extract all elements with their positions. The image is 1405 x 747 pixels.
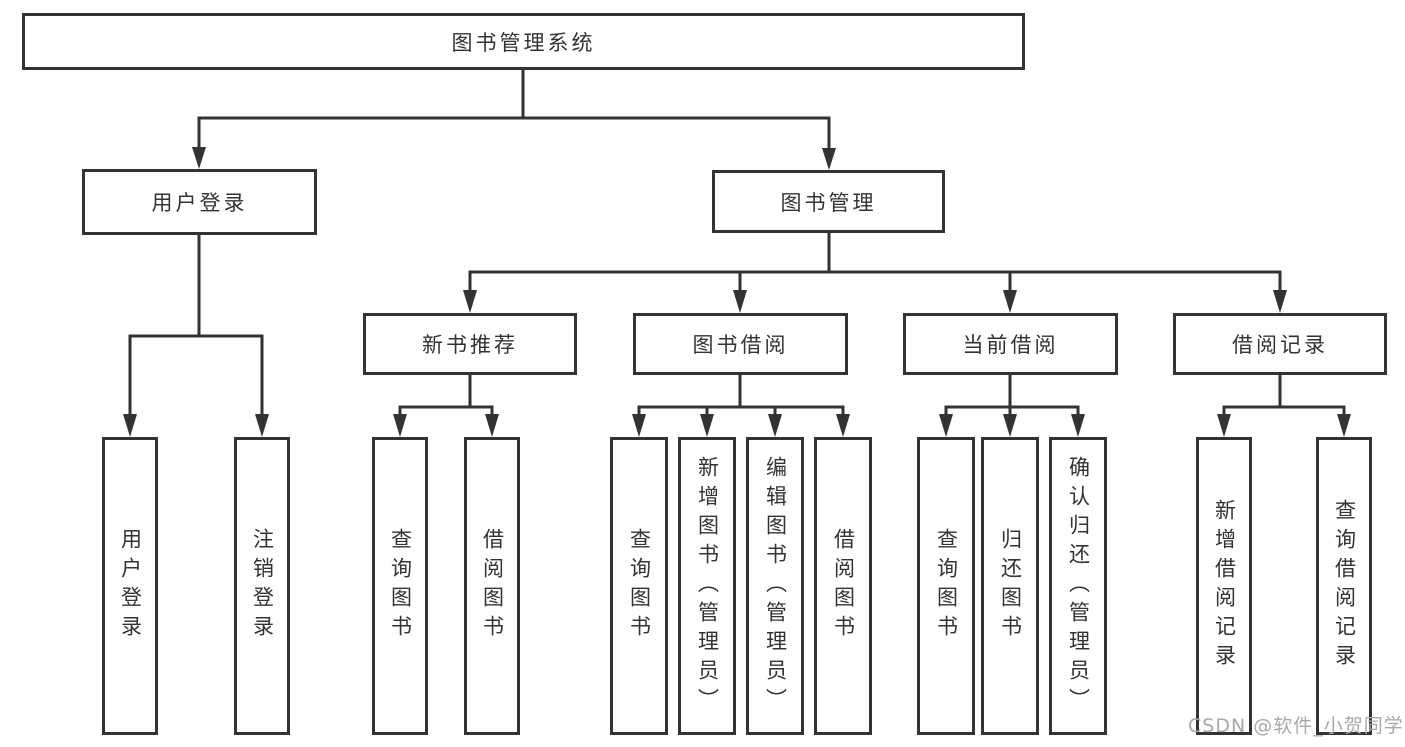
leaf-borrow-books-recommend: 借阅图书	[464, 437, 520, 735]
leaf-add-borrow-record: 新增借阅记录	[1196, 437, 1252, 735]
node-book-management: 图书管理	[712, 170, 945, 233]
node-user-login-label: 用户登录	[151, 191, 248, 215]
leaf-confirm-return-admin-label: 确认归还（管理员）	[1066, 455, 1091, 717]
leaf-borrow-books-recommend-label: 借阅图书	[480, 528, 505, 644]
leaf-query-books-borrowing: 查询图书	[610, 437, 668, 735]
node-current-borrowing-label: 当前借阅	[962, 333, 1059, 357]
leaf-logout: 注销登录	[234, 437, 290, 735]
leaf-user-login-label: 用户登录	[118, 528, 143, 644]
leaf-add-books-admin-label: 新增图书（管理员）	[695, 455, 720, 717]
leaf-query-books-recommend: 查询图书	[372, 437, 428, 735]
leaf-query-books-current: 查询图书	[917, 437, 975, 735]
node-book-management-label: 图书管理	[780, 190, 877, 215]
node-book-borrowing-label: 图书借阅	[692, 333, 789, 357]
node-new-book-recommendation: 新书推荐	[363, 313, 577, 375]
leaf-logout-label: 注销登录	[250, 528, 275, 644]
node-library-management-system: 图书管理系统	[22, 13, 1025, 70]
node-book-borrowing: 图书借阅	[633, 313, 848, 375]
leaf-borrow-books-borrowing-label: 借阅图书	[831, 528, 856, 644]
leaf-confirm-return-admin: 确认归还（管理员）	[1049, 437, 1107, 735]
node-new-book-recommendation-label: 新书推荐	[422, 333, 518, 357]
leaf-query-books-borrowing-label: 查询图书	[627, 528, 652, 644]
leaf-query-borrow-record-label: 查询借阅记录	[1332, 499, 1357, 673]
node-borrowing-records-label: 借阅记录	[1232, 333, 1328, 357]
leaf-add-borrow-record-label: 新增借阅记录	[1212, 499, 1237, 673]
leaf-query-books-recommend-label: 查询图书	[388, 528, 413, 644]
leaf-query-books-current-label: 查询图书	[934, 528, 959, 644]
node-current-borrowing: 当前借阅	[903, 313, 1118, 375]
leaf-user-login: 用户登录	[102, 437, 158, 735]
node-user-login: 用户登录	[82, 169, 317, 235]
leaf-query-borrow-record: 查询借阅记录	[1316, 437, 1372, 735]
leaf-add-books-admin: 新增图书（管理员）	[678, 437, 736, 735]
csdn-watermark: CSDN @软件_小贺同学	[1188, 715, 1404, 737]
leaf-return-books-label: 归还图书	[998, 528, 1023, 644]
leaf-borrow-books-borrowing: 借阅图书	[814, 437, 872, 735]
leaf-edit-books-admin: 编辑图书（管理员）	[746, 437, 804, 735]
leaf-edit-books-admin-label: 编辑图书（管理员）	[763, 455, 788, 717]
node-library-management-system-label: 图书管理系统	[451, 30, 596, 55]
node-borrowing-records: 借阅记录	[1173, 313, 1387, 375]
leaf-return-books: 归还图书	[981, 437, 1039, 735]
